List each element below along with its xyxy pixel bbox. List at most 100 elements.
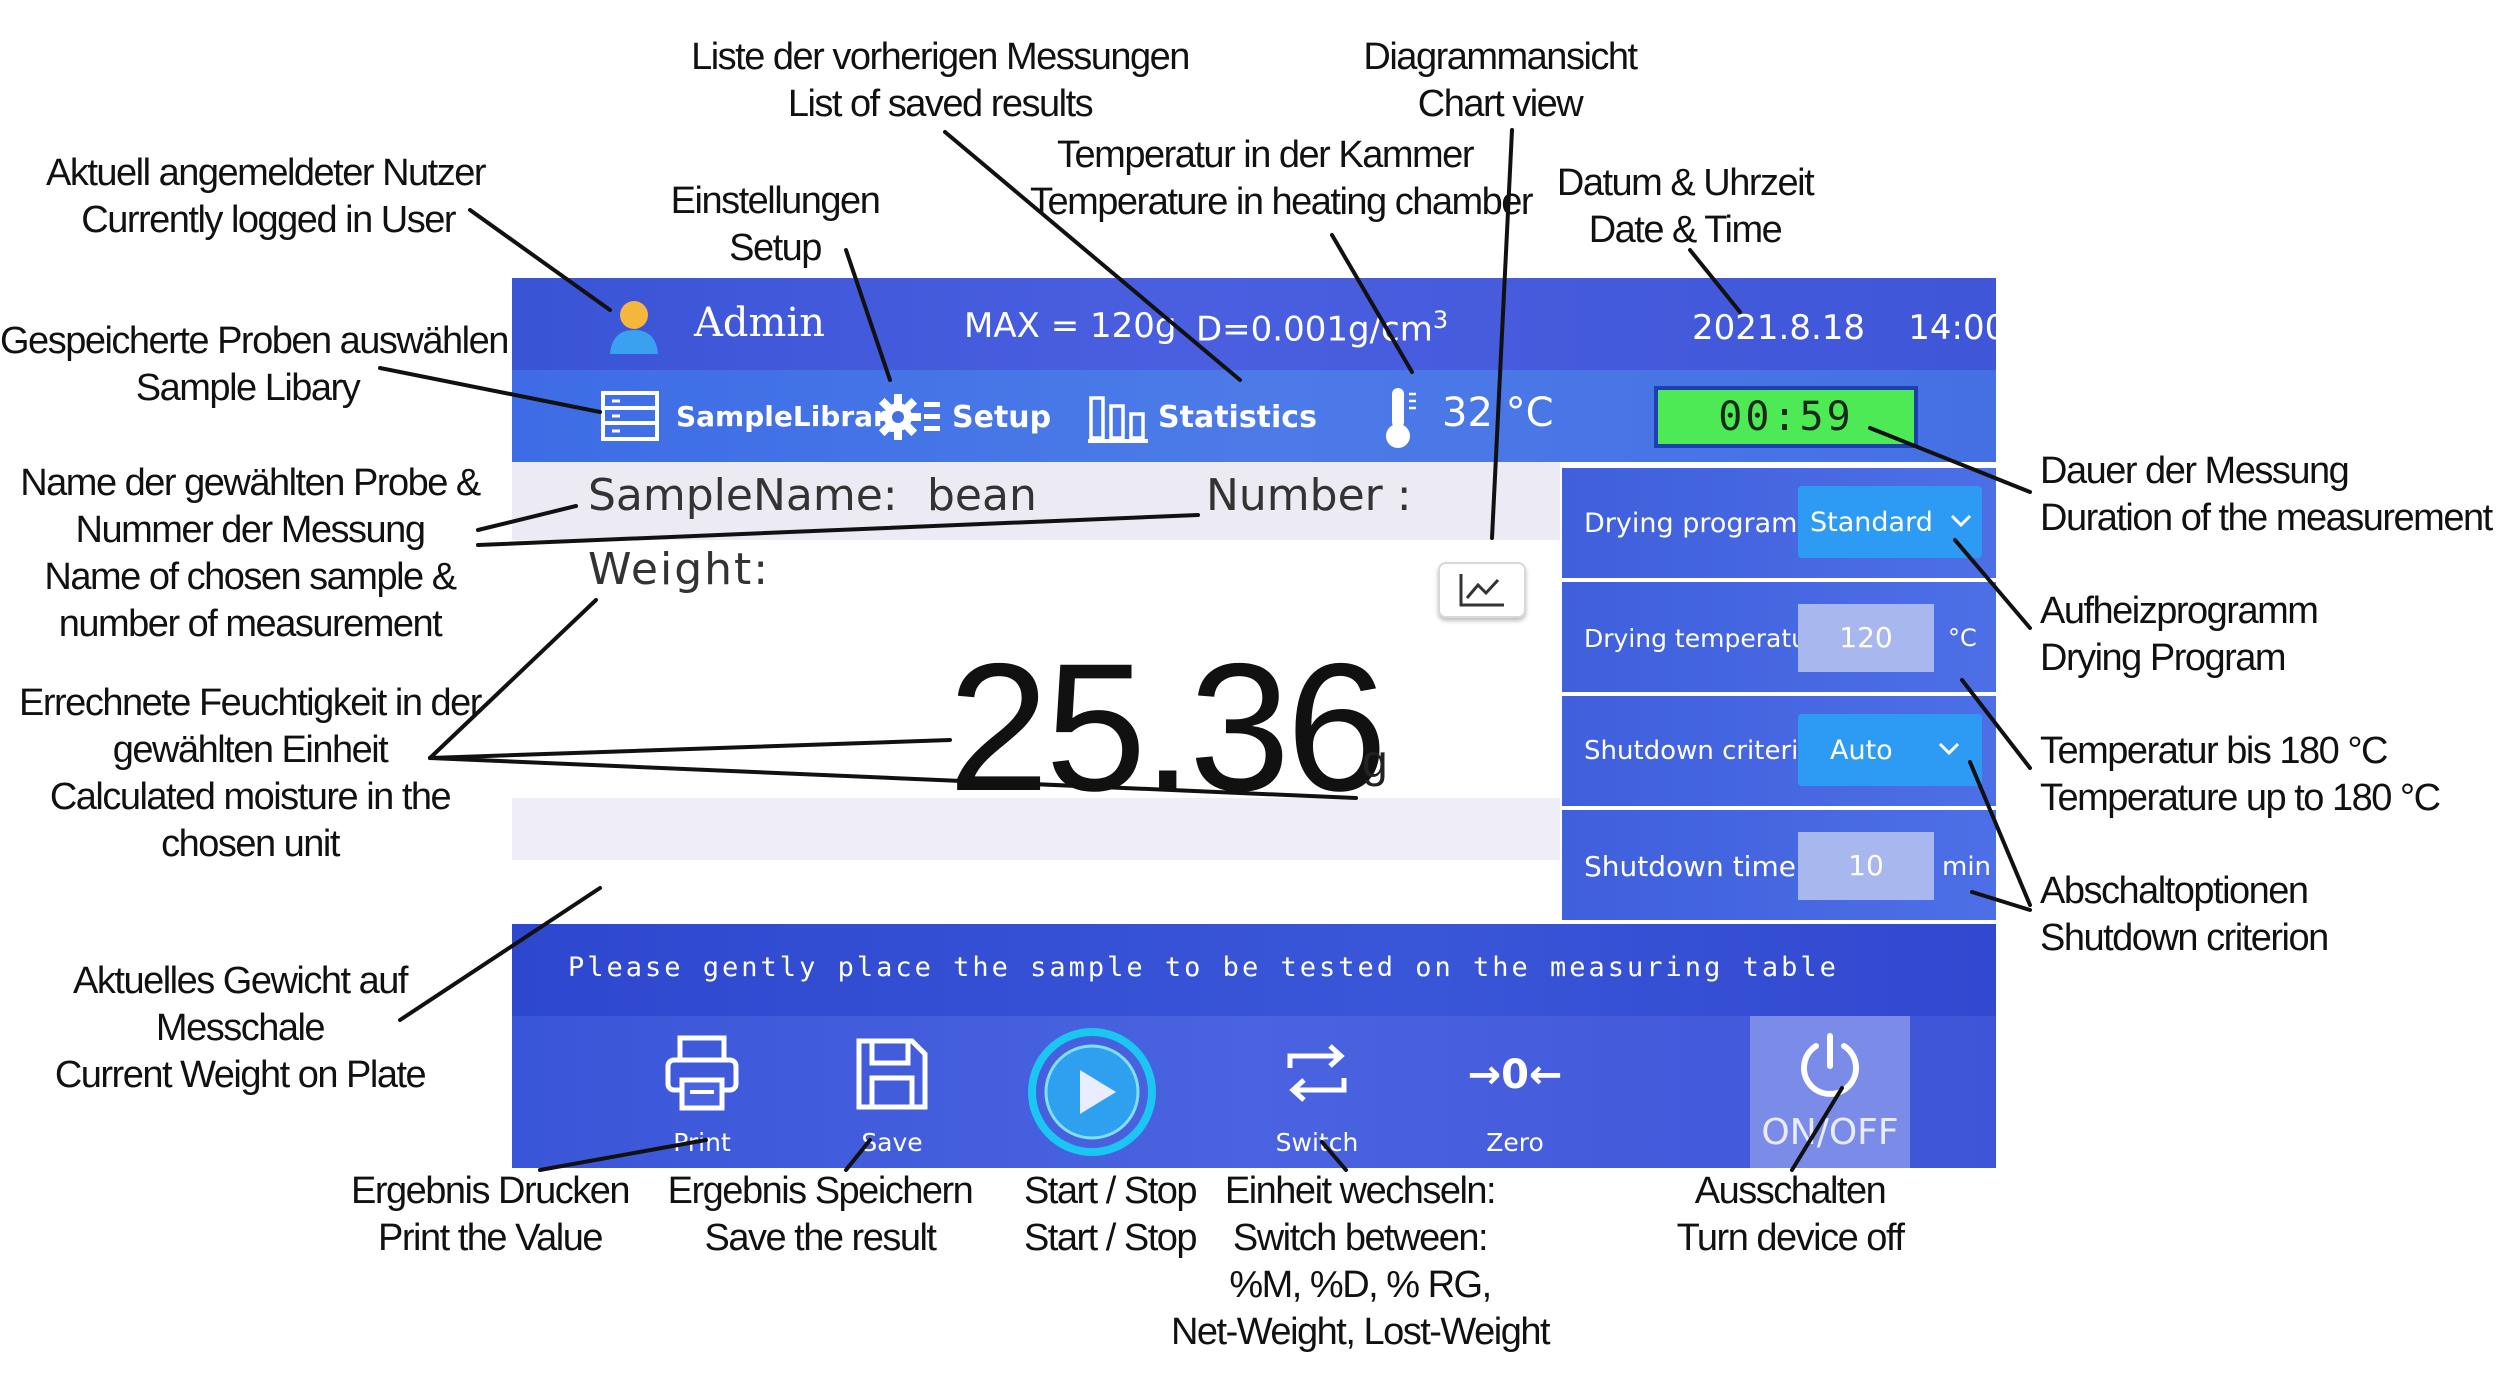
annotation-program-de: Aufheizprogramm [2040, 590, 2319, 632]
drying-program-value: Standard [1810, 507, 1933, 538]
annotation-chart-de: Diagrammansicht [1363, 36, 1638, 78]
annotation-list-de: Liste der vorherigen Messungen [691, 36, 1190, 78]
annotation-current-weight: Aktuelles Gewicht auf Messchale Current … [40, 958, 440, 1099]
print-button[interactable]: Print [642, 1028, 762, 1158]
sample-library-label: SampleLibrary [676, 400, 906, 433]
sample-name-value[interactable]: bean [927, 470, 1037, 521]
annotation-tempmax-en: Temperature up to 180 °C [2040, 777, 2441, 819]
annotation-switch-units2: Net-Weight, Lost-Weight [1170, 1311, 1551, 1353]
power-button[interactable]: ON/OFF [1750, 1016, 1910, 1168]
switch-label: Switch [1275, 1128, 1359, 1157]
bottom-toolbar: Print Save Switch [512, 1016, 1996, 1168]
drying-program-select[interactable]: Standard [1798, 486, 1982, 558]
annotation-library: Gespeicherte Proben auswählen Sample Lib… [0, 318, 509, 412]
nav-sample-library[interactable]: SampleLibrary [600, 388, 905, 448]
readability-exponent: 3 [1432, 306, 1449, 334]
annotation-save: Ergebnis Speichern Save the result [660, 1168, 980, 1262]
annotation-tempmax-de: Temperatur bis 180 °C [2040, 730, 2388, 772]
date-time: 2021.8.18 14:00 [1692, 308, 1996, 348]
save-label: Save [861, 1128, 923, 1157]
user-name[interactable]: Admin [694, 300, 825, 346]
annotation-date-de: Datum & Uhrzeit [1556, 162, 1815, 204]
annotation-switch-units1: %M, %D, % RG, [1229, 1264, 1492, 1306]
annotation-temp-de: Temperatur in der Kammer [1057, 134, 1474, 176]
annotation-start-stop: Start / Stop Start / Stop [1000, 1168, 1220, 1262]
annotation-temperature: Temperatur in der Kammer Temperature in … [1030, 132, 1534, 226]
annotation-setup-en: Setup [729, 227, 822, 269]
annotation-program-en: Drying Program [2040, 637, 2287, 679]
annotation-start-de: Start / Stop [1023, 1170, 1198, 1212]
chart-view-button[interactable] [1438, 562, 1526, 618]
shutdown-criterion-select[interactable]: Auto [1798, 714, 1982, 786]
annotation-weight-de2: Messchale [155, 1007, 326, 1049]
annotation-duration: Dauer der Messung Duration of the measur… [2040, 448, 2493, 542]
annotation-moisture-de1: Errechnete Feuchtigkeit in der [19, 682, 482, 724]
print-icon [665, 1035, 739, 1111]
annotation-duration-en: Duration of the measurement [2040, 497, 2493, 539]
annotation-date-time: Datum & Uhrzeit Date & Time [1540, 160, 1830, 254]
shutdown-criterion-value: Auto [1830, 735, 1893, 766]
annotation-moisture: Errechnete Feuchtigkeit in der gewählten… [10, 680, 490, 868]
annotation-sample-name: Name der gewählten Probe & Nummer der Me… [10, 460, 490, 648]
chevron-down-icon [1938, 742, 1960, 756]
annotation-weight-de1: Aktuelles Gewicht auf [73, 960, 408, 1002]
annotation-duration-de: Dauer der Messung [2040, 450, 2350, 492]
annotation-weight-en: Current Weight on Plate [54, 1054, 427, 1096]
annotation-temp-max: Temperatur bis 180 °C Temperature up to … [2040, 728, 2480, 822]
shutdown-time-unit: min [1942, 852, 1992, 882]
max-capacity: MAX = 120g [964, 306, 1177, 346]
annotation-moisture-en1: Calculated moisture in the [49, 776, 452, 818]
zero-button[interactable]: →0← Zero [1450, 1028, 1580, 1158]
weight-label: Weight: [588, 544, 771, 595]
annotation-setup: Einstellungen Setup [650, 178, 900, 272]
thermometer-icon [1386, 388, 1416, 448]
current-weight-strip [512, 798, 1560, 860]
annotation-list-en: List of saved results [787, 83, 1094, 125]
message-bar: Please gently place the sample to be tes… [512, 924, 1996, 1016]
nav-setup[interactable]: Setup [876, 388, 1051, 448]
result-panel: SampleName: bean Number : Weight: 25.36 … [512, 462, 1560, 860]
moisture-unit: g [1362, 735, 1388, 787]
annotation-print-de: Ergebnis Drucken [350, 1170, 631, 1212]
sample-library-icon [601, 391, 659, 441]
statistics-icon [1088, 396, 1148, 443]
annotation-moisture-de2: gewählten Einheit [112, 729, 389, 771]
save-icon [856, 1038, 928, 1110]
annotation-save-en: Save the result [704, 1217, 937, 1259]
shutdown-criterion-panel: Shutdown criterion: Auto [1562, 696, 1996, 806]
annotation-print: Ergebnis Drucken Print the Value [330, 1168, 650, 1262]
annotation-shutdown-en: Shutdown criterion [2040, 917, 2329, 959]
annotation-user-de: Aktuell angemeldeter Nutzer [46, 152, 486, 194]
drying-temperature-panel: Drying temperature: 120 °C [1562, 582, 1996, 692]
annotation-saved-list: Liste der vorherigen Messungen List of s… [680, 34, 1200, 128]
zero-label: Zero [1486, 1128, 1544, 1157]
drying-temperature-input[interactable]: 120 [1798, 604, 1934, 672]
annotation-user: Aktuell angemeldeter Nutzer Currently lo… [20, 150, 486, 244]
annotation-save-de: Ergebnis Speichern [667, 1170, 974, 1212]
start-stop-button[interactable] [1026, 1026, 1158, 1158]
drying-program-label: Drying program: [1584, 508, 1807, 539]
timer-display: 00:59 [1654, 386, 1918, 448]
nav-bar: SampleLibrary Setup [512, 370, 1996, 462]
annotation-setup-de: Einstellungen [670, 180, 881, 222]
drying-temperature-label: Drying temperature: [1584, 624, 1841, 653]
setup-label: Setup [952, 400, 1052, 435]
instruction-message: Please gently place the sample to be tes… [568, 952, 1839, 983]
annotation-off-de: Ausschalten [1694, 1170, 1887, 1212]
annotation-library-en: Sample Libary [135, 367, 361, 409]
chart-icon [1459, 574, 1504, 607]
user-icon[interactable] [604, 296, 664, 356]
annotation-switch: Einheit wechseln: Switch between: %M, %D… [1160, 1168, 1560, 1356]
status-bar: Admin MAX = 120g D=0.001g/cm3 2021.8.18 … [512, 278, 1996, 370]
readability: D=0.001g/cm3 [1196, 306, 1448, 349]
nav-statistics[interactable]: Statistics [1088, 388, 1317, 448]
switch-unit-button[interactable]: Switch [1252, 1028, 1382, 1158]
drying-temperature-unit: °C [1948, 624, 1977, 652]
power-label: ON/OFF [1761, 1112, 1899, 1153]
annotation-library-de: Gespeicherte Proben auswählen [0, 320, 509, 362]
shutdown-time-input[interactable]: 10 [1798, 832, 1934, 900]
switch-icon [1287, 1044, 1347, 1102]
zero-glyph: →0← [1467, 1052, 1563, 1098]
chevron-down-icon [1950, 514, 1972, 528]
save-button[interactable]: Save [832, 1028, 952, 1158]
